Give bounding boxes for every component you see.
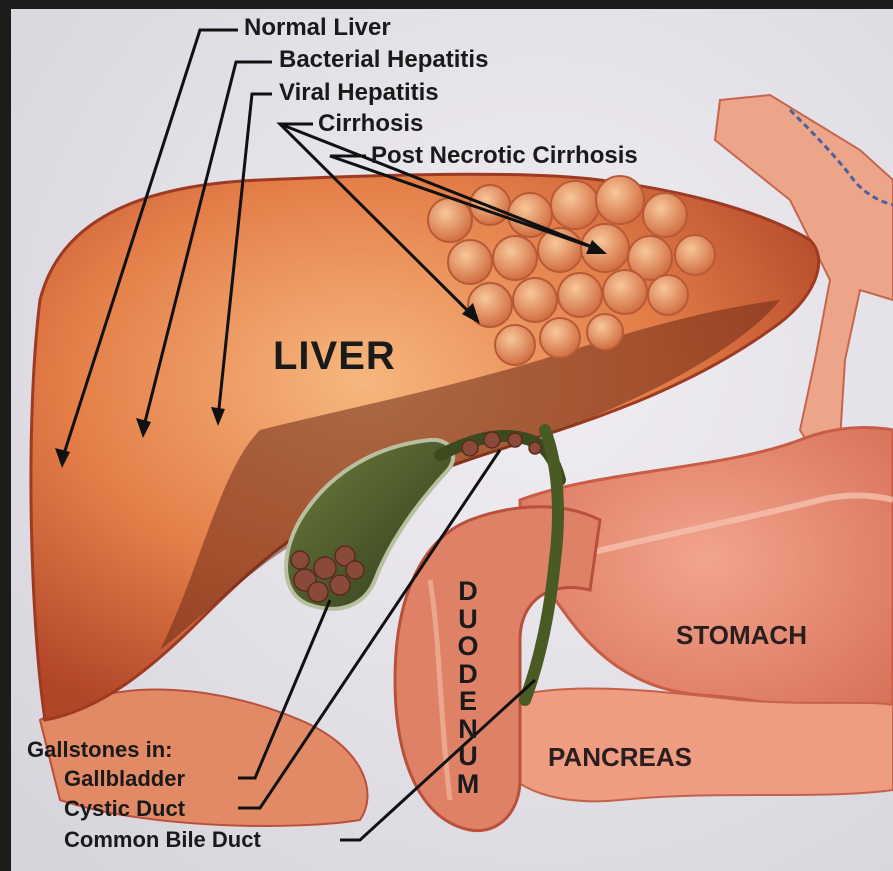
label-post-necrotic-cirrhosis: Post Necrotic Cirrhosis: [371, 142, 638, 170]
label-stomach: STOMACH: [676, 620, 807, 651]
label-duodenum: DUODENUM: [456, 578, 480, 798]
label-gallbladder: Gallbladder: [64, 766, 185, 792]
label-viral-hepatitis: Viral Hepatitis: [279, 79, 439, 107]
label-liver: LIVER: [273, 334, 396, 379]
label-common-bile-duct: Common Bile Duct: [64, 827, 261, 853]
label-cystic-duct: Cystic Duct: [64, 796, 185, 822]
label-cirrhosis: Cirrhosis: [318, 110, 423, 138]
label-pancreas: PANCREAS: [548, 742, 692, 773]
label-gallstones-in: Gallstones in:: [27, 737, 172, 763]
label-normal-liver: Normal Liver: [244, 14, 391, 42]
label-bacterial-hepatitis: Bacterial Hepatitis: [279, 46, 488, 74]
